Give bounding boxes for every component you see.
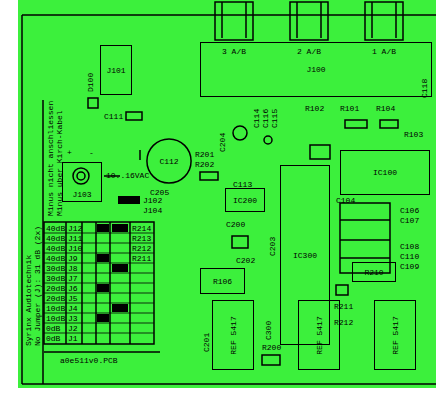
part-label: C106 xyxy=(400,206,419,215)
part-label: C108 xyxy=(400,242,419,251)
part-label: C104 xyxy=(336,196,355,205)
part-designator: REF 5417 xyxy=(391,316,400,354)
part-label: C300 xyxy=(264,321,273,340)
part-label: R211 xyxy=(132,254,151,263)
part-label: R102 xyxy=(305,104,324,113)
part-label: C202 xyxy=(236,256,255,265)
part-label: R211 xyxy=(334,302,353,311)
part-label: R104 xyxy=(376,104,395,113)
part-label: C113 xyxy=(233,180,252,189)
table-cell: J6 xyxy=(68,284,78,293)
table-cell: J12 xyxy=(68,224,82,233)
table-cell: J3 xyxy=(68,314,78,323)
table-cell: 30dB xyxy=(46,264,65,273)
part-label: C115 xyxy=(270,109,279,128)
part-designator: IC300 xyxy=(293,251,317,260)
part-label: R101 xyxy=(340,104,359,113)
part-label: R212 xyxy=(132,244,151,253)
part-label: C204 xyxy=(218,133,227,152)
jumper-note: No Jumper (J): 31 dB (2x) xyxy=(33,226,42,346)
table-cell: J9 xyxy=(68,254,78,263)
warning-note: Minus uber Kirch-Kabel xyxy=(55,110,64,216)
part-label: C203 xyxy=(268,237,277,256)
pcb-name: a0e511v0.PCB xyxy=(60,356,118,365)
part-label: R214 xyxy=(132,224,151,233)
part-label: C114 xyxy=(252,109,261,128)
table-cell: J8 xyxy=(68,264,78,273)
table-cell: 20dB xyxy=(46,294,65,303)
table-cell: J11 xyxy=(68,234,82,243)
table-cell: J7 xyxy=(68,274,78,283)
part-label: C110 xyxy=(400,252,419,261)
part-designator: R210 xyxy=(364,268,383,277)
electrolytic-capacitor: C112 xyxy=(146,138,192,184)
part-designator: J103 xyxy=(72,190,91,199)
part-label: C109 xyxy=(400,262,419,271)
resistor-outline: R210 xyxy=(352,262,396,282)
part-designator: REF 5417 xyxy=(315,316,324,354)
part-label: C200 xyxy=(226,220,245,229)
reference-ic: REF 5417 xyxy=(374,300,416,370)
reference-ic: REF 5417 xyxy=(212,300,254,370)
warning-note: Minus nicht anschliessen xyxy=(46,101,55,216)
part-label: C201 xyxy=(202,333,211,352)
part-label: C107 xyxy=(400,216,419,225)
table-cell: J5 xyxy=(68,294,78,303)
table-cell: J4 xyxy=(68,304,78,313)
part-label: R201 xyxy=(195,150,214,159)
part-designator: J101 xyxy=(106,66,125,75)
part-label: R200 xyxy=(262,343,281,352)
table-cell: 10dB xyxy=(46,304,65,313)
connector-label: 3 A/B xyxy=(222,47,246,56)
part-label: C205 xyxy=(150,188,169,197)
connector-block: J101 xyxy=(100,45,132,95)
part-designator: REF 5417 xyxy=(229,316,238,354)
part-label: R213 xyxy=(132,234,151,243)
maker-label: Syrinx Audiotechnik xyxy=(24,255,33,346)
table-cell: 0dB xyxy=(46,324,60,333)
reference-ic: REF 5417 xyxy=(298,300,340,370)
part-designator: R106 xyxy=(213,277,232,286)
table-cell: 20dB xyxy=(46,284,65,293)
table-cell: 40dB xyxy=(46,254,65,263)
table-cell: 10dB xyxy=(46,314,65,323)
part-designator: IC100 xyxy=(373,168,397,177)
polarity-mark: + xyxy=(67,148,72,157)
table-cell: J2 xyxy=(68,324,78,333)
resistor-outline: R106 xyxy=(200,268,245,294)
part-designator: C112 xyxy=(159,157,178,166)
connector-label: 2 A/B xyxy=(297,47,321,56)
table-cell: J10 xyxy=(68,244,82,253)
part-label: R103 xyxy=(404,130,423,139)
power-connector: J103 xyxy=(62,162,102,202)
table-cell: 40dB xyxy=(46,244,65,253)
table-cell: 30dB xyxy=(46,274,65,283)
ic-outline: IC200 xyxy=(225,188,265,212)
table-cell: J1 xyxy=(68,334,78,343)
jumper-label: J102 xyxy=(143,196,162,205)
supply-note: 10..16VAC xyxy=(106,171,149,180)
part-designator: J100 xyxy=(306,65,325,74)
table-cell: 40dB xyxy=(46,234,65,243)
ic-outline: IC100 xyxy=(340,150,430,195)
jumper-label: J104 xyxy=(143,206,162,215)
polarity-mark: - xyxy=(89,148,94,157)
part-label: C111 xyxy=(104,112,123,121)
part-label: D100 xyxy=(86,73,95,92)
connector-label: 1 A/B xyxy=(372,47,396,56)
table-cell: 40dB xyxy=(46,224,65,233)
part-label: C116 xyxy=(261,109,270,128)
table-cell: 0dB xyxy=(46,334,60,343)
part-label: C118 xyxy=(420,79,429,98)
part-label: R212 xyxy=(334,318,353,327)
part-label: R202 xyxy=(195,160,214,169)
part-designator: IC200 xyxy=(233,196,257,205)
